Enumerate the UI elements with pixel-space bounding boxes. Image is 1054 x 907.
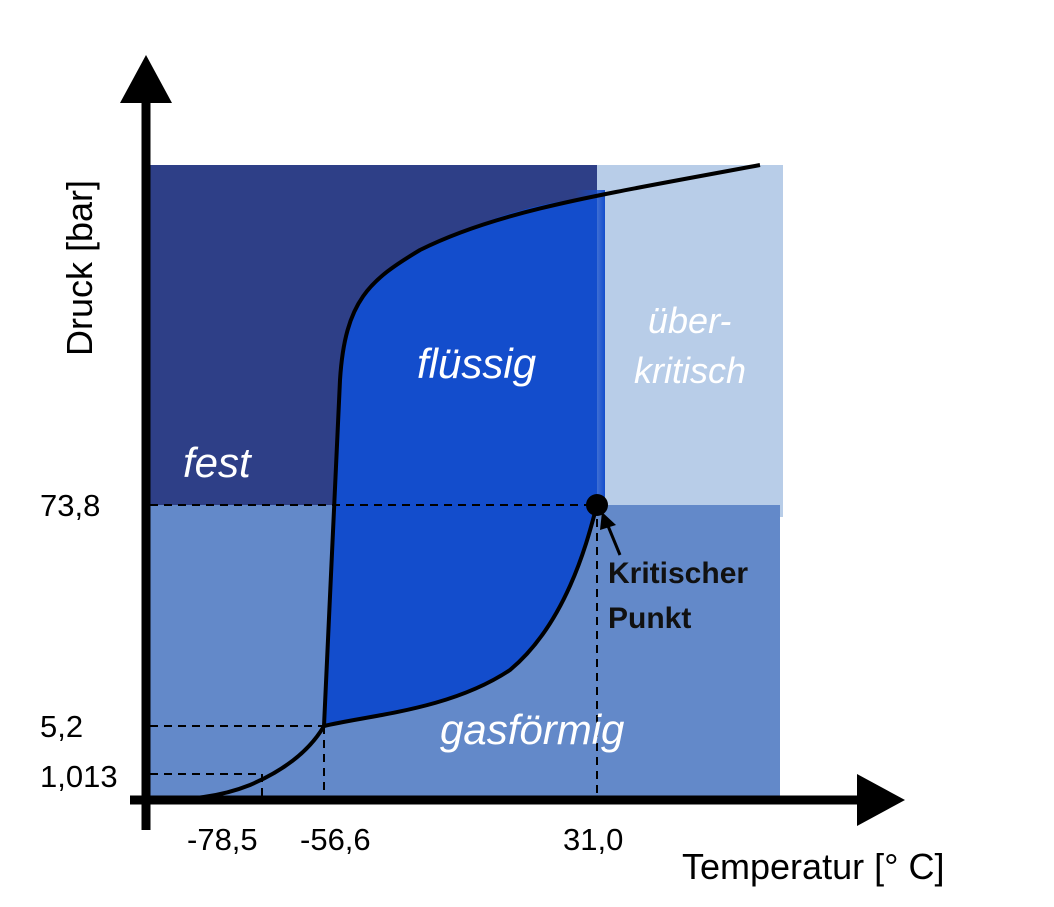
critical-point-marker [586, 494, 608, 516]
melting-curve [322, 163, 761, 727]
label-supercritical-1: über- [648, 300, 731, 341]
gas-region-lower-left [150, 505, 780, 797]
critical-point-arrowhead [600, 512, 616, 530]
x-axis-title: Temperatur [° C] [682, 846, 944, 887]
supercritical-region [597, 165, 783, 517]
liquid-region [324, 196, 597, 726]
boiling-curve [323, 504, 599, 728]
y-axis-title: Druck [bar] [59, 180, 100, 356]
y-tick-1-013: 1,013 [40, 759, 118, 794]
critical-point-label-1: Kritischer [608, 557, 748, 590]
y-tick-5-2: 5,2 [40, 709, 83, 744]
liquid-supercritical-blend [575, 190, 605, 508]
label-supercritical-2: kritisch [634, 350, 746, 391]
y-axis-arrowhead [120, 55, 172, 103]
x-axis-arrowhead [857, 774, 905, 826]
critical-point-label-2: Punkt [608, 602, 691, 635]
x-tick-78-5: -78,5 [187, 822, 258, 857]
label-gas: gasförmig [440, 706, 624, 753]
x-tick-56-6: -56,6 [300, 822, 371, 857]
x-tick-31-0: 31,0 [563, 822, 623, 857]
label-solid: fest [183, 439, 253, 486]
y-tick-73-8: 73,8 [40, 488, 100, 523]
label-liquid: flüssig [417, 340, 536, 387]
